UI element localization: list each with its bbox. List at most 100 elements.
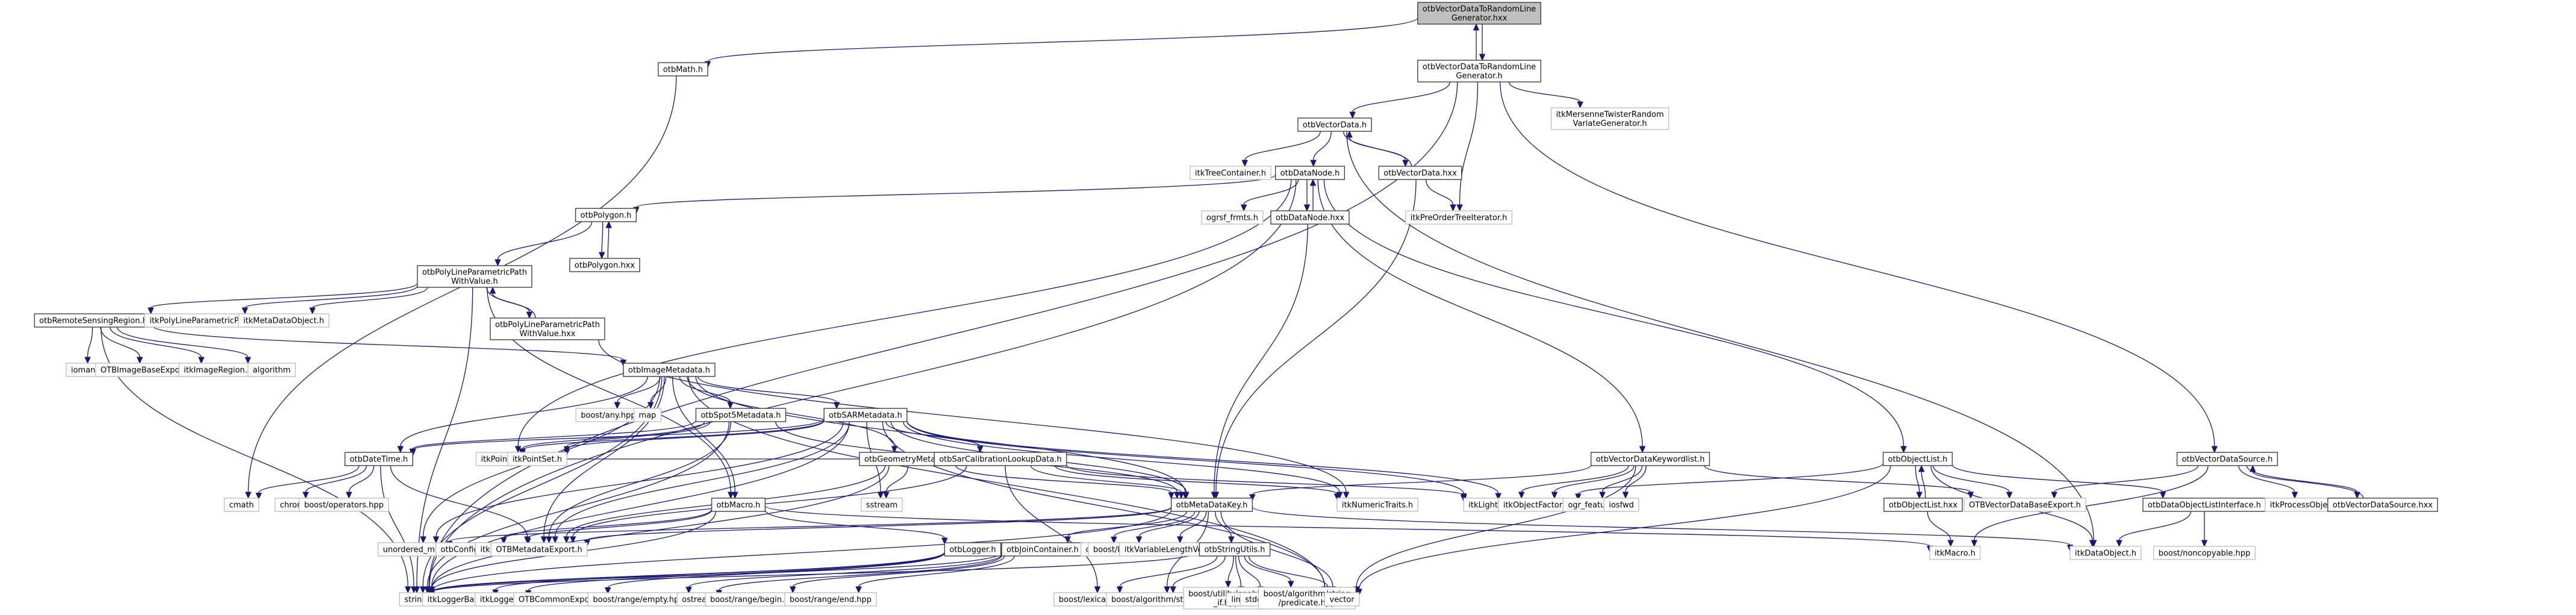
node-otbmacro[interactable]: otbMacro.h [711,498,766,512]
node-math[interactable]: otbMath.h [658,62,708,76]
arrowhead-icon [302,492,309,499]
node-label: cmath [229,501,254,510]
edge-line [1915,465,1920,493]
edge-line [1312,131,1332,161]
edge-datetime-to-chrono [302,465,367,499]
node-vd_h[interactable]: otbVectorData.h [1297,117,1372,132]
node-label: Generator.hxx [1452,14,1508,23]
node-label: itkPreOrderTreeIterator.h [1411,214,1508,223]
edge-otbmacro-to-logger [764,510,948,545]
edge-otbmacro-to-otbconfig [501,509,713,545]
node-itkplpp: itkPolyLineParametricPath.h [144,313,264,328]
edge-sarmeta-to-itkpointset [563,420,825,456]
edge-datanode_hxx-to-mdkey [1211,223,1308,499]
node-datetime[interactable]: otbDateTime.h [345,452,413,466]
node-polygon_hxx[interactable]: otbPolygon.hxx [569,258,640,272]
arrowhead-icon [1333,493,1341,501]
node-rsr[interactable]: otbRemoteSensingRegion.h [34,313,153,328]
arrowhead-icon [614,402,621,410]
edge-line [390,465,528,537]
edge-line [1252,464,1592,495]
arrowhead-icon [309,307,316,315]
arrowhead-icon [405,586,411,594]
arrowhead-icon [727,402,734,410]
node-joincont[interactable]: otbJoinContainer.h [1001,542,1084,557]
node-vd_hxx[interactable]: otbVectorData.hxx [1378,166,1462,180]
arrowhead-icon [941,537,948,545]
node-box [299,498,389,512]
arrowhead-icon [2291,492,2298,499]
node-doli[interactable]: otbDataObjectListInterface.h [2142,498,2266,512]
node-logger[interactable]: otbLogger.h [944,542,1002,557]
edge-imgmeta-to-sarmeta [697,376,840,410]
node-label: itkImageRegion.h [184,366,252,375]
node-vdsource_h[interactable]: otbVectorDataSource.h [2176,452,2278,466]
node-objlist_hxx[interactable]: otbObjectList.hxx [1883,498,1963,512]
node-label: otbVectorDataSource.hxx [2333,501,2433,510]
edge-line [695,376,1186,493]
node-label: otbStringUtils.h [1204,546,1265,555]
arrowhead-icon [198,357,205,364]
edge-objlist_h-to-objlist_hxx [1915,465,1923,499]
edge-geommeta-to-itkpoint [516,455,859,463]
node-label: otbPolyLineParametricPath [422,268,527,277]
edge-line [1508,81,1581,102]
node-label: otbVectorDataToRandomLine [1423,5,1536,14]
node-datanode_h[interactable]: otbDataNode.h [1274,166,1346,180]
node-polygon_h[interactable]: otbPolygon.h [575,208,637,222]
edge-line [428,81,1458,587]
node-box [934,452,1067,466]
edge-line [497,221,593,260]
node-vdkw[interactable]: otbVectorDataKeywordlist.h [1590,452,1711,466]
arrowhead-icon [2006,492,2013,499]
node-mdkey[interactable]: otbMetaDataKey.h [1170,498,1253,512]
arrowhead-icon [1288,581,1294,588]
edge-line [87,326,93,358]
edge-polygon_h-to-plpp_h [494,221,593,267]
edge-polygon_hxx-to-polygon_h [605,220,613,259]
node-sstream: sstream [861,498,903,512]
node-box [2069,546,2142,560]
edge-sarmeta-to-vector [882,421,1328,594]
node-label: otbLogger.h [949,546,996,555]
node-vdsource_hxx[interactable]: otbVectorDataSource.hxx [2327,498,2438,512]
node-rangeend: boost/range/end.hpp [784,592,877,607]
edge-line [431,551,1200,593]
arrowhead-icon [1479,54,1486,61]
node-datanode_hxx[interactable]: otbDataNode.hxx [1270,210,1350,225]
node-label: itkTreeContainer.h [1195,169,1266,178]
node-strutils[interactable]: otbStringUtils.h [1199,542,1271,557]
node-box [1190,166,1271,180]
edge-line [400,376,648,447]
edge-line [412,420,697,449]
arrowhead-icon [569,536,576,544]
node-objlist_h[interactable]: otbObjectList.h [1882,452,1953,466]
node-box [238,313,329,328]
edge-line [527,510,713,539]
edge-doli-to-noncopy [2201,511,2208,548]
edge-joincont-to-rangeend [855,555,1015,594]
edge-line [1704,465,1971,493]
node-label: itkPointSet.h [513,455,562,464]
node-label: boost/any.hpp [581,411,635,420]
edge-mdkey-to-itkvlv [1176,511,1207,544]
edge-line [517,179,1292,447]
node-sarcal[interactable]: otbSarCalibrationLookupData.h [934,452,1067,466]
node-sarmeta[interactable]: otbSARMetadata.h [823,408,908,422]
arrowhead-icon [136,357,143,364]
node-treecont: itkTreeContainer.h [1190,166,1271,180]
edge-line [380,465,414,587]
arrowhead-icon [1116,586,1123,594]
edge-mdkey-to-cstdio [1111,511,1196,544]
edge-line [1425,179,1454,205]
node-rangeempty: boost/range/empty.hpp [587,592,690,607]
node-spot5[interactable]: otbSpot5Metadata.h [695,408,787,422]
edge-line [2118,511,2192,541]
edge-line [503,509,713,539]
node-label: iosfwd [1609,501,1634,510]
node-imgmeta[interactable]: otbImageMetadata.h [623,363,716,377]
edge-line [1921,471,1926,499]
